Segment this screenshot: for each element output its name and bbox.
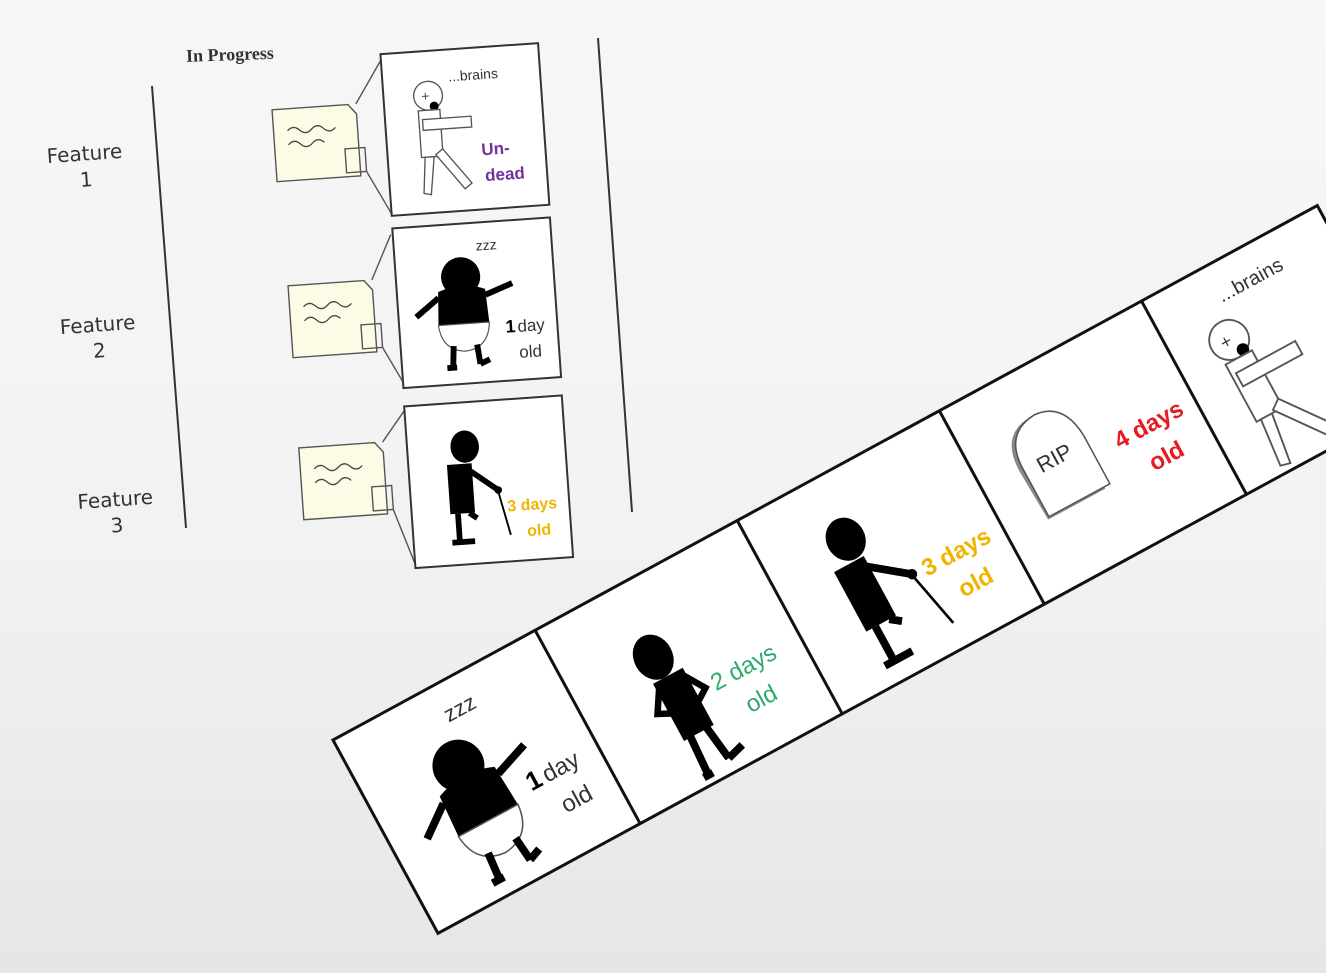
card-age-line1: day <box>517 315 546 336</box>
card-age-line1: 3 days <box>507 495 558 515</box>
feature-card-1: ...brains Un- dead <box>269 43 550 223</box>
feature-number: 2 <box>92 338 106 363</box>
kanban-board: In Progress Feature 1 ...brains Un- dead… <box>46 38 632 576</box>
feature-label: Feature <box>77 485 154 514</box>
card-age-number: 1 <box>505 316 516 337</box>
feature-row-2: Feature 2 <box>59 310 138 365</box>
feature-card-3: 3 days old <box>296 395 573 575</box>
card-age-line2: old <box>519 341 543 362</box>
feature-label: Feature <box>46 139 123 168</box>
feature-card-2: zzz 1 day old <box>285 217 562 395</box>
feature-number: 1 <box>79 167 93 192</box>
card-age-line2: old <box>527 522 552 541</box>
feature-row-1: Feature 1 <box>46 139 125 194</box>
feature-row-3: Feature 3 <box>77 485 156 540</box>
feature-number: 3 <box>110 513 124 538</box>
row-label-divider <box>152 86 186 528</box>
feature-label: Feature <box>59 310 136 339</box>
card-age-line2: dead <box>484 163 525 185</box>
column-header: In Progress <box>186 43 274 66</box>
card-age-line1: Un- <box>481 138 511 159</box>
column-right-border <box>598 38 632 512</box>
speech-bubble-text: zzz <box>475 236 497 253</box>
